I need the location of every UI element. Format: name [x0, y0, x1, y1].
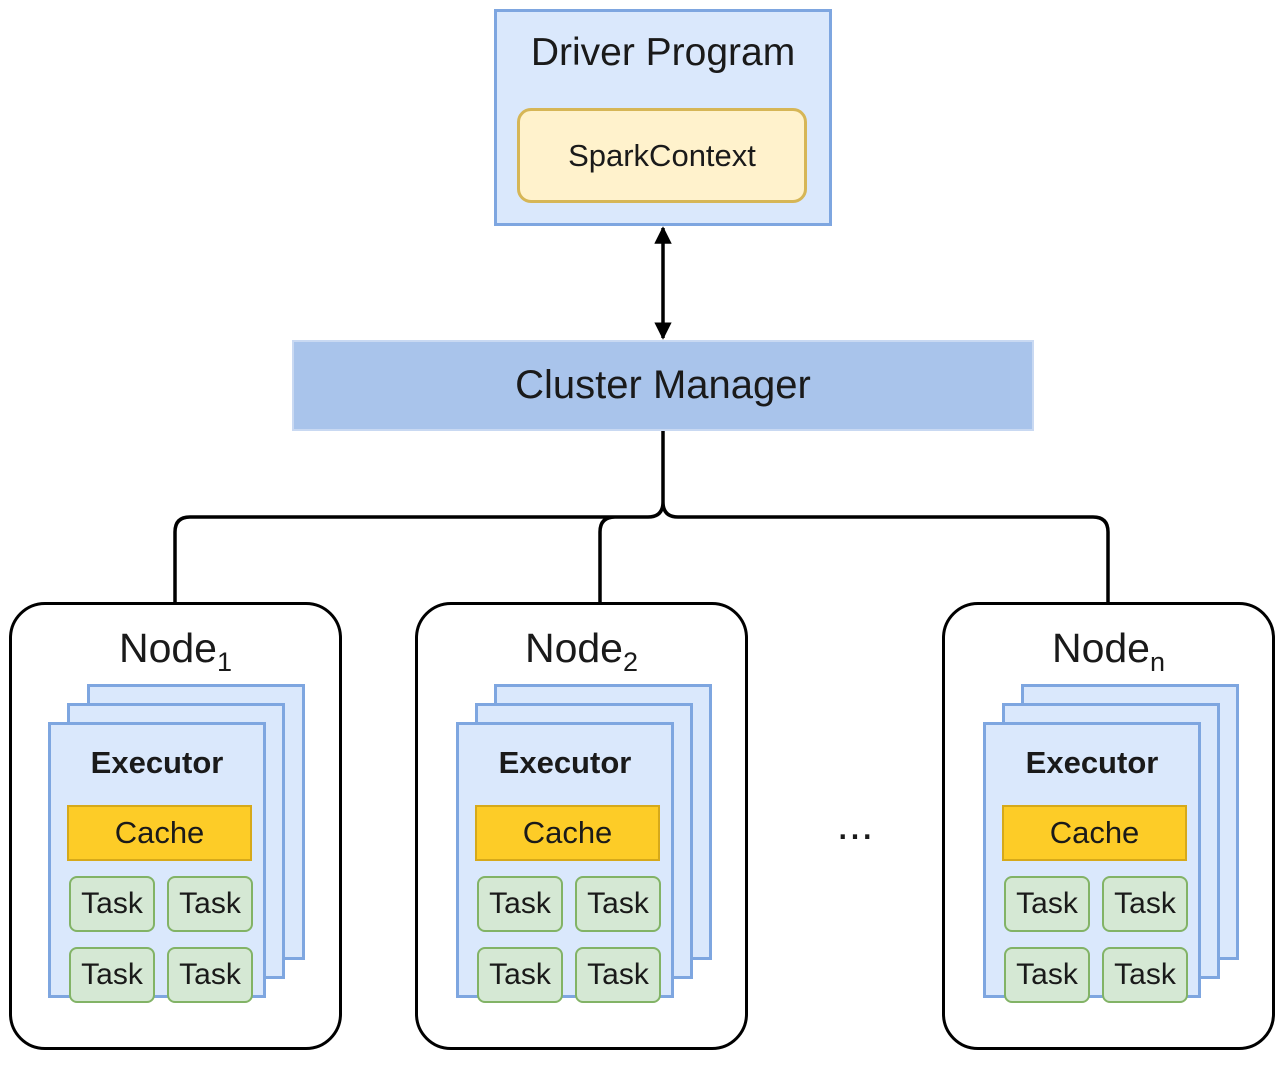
task-box: Task	[477, 947, 563, 1003]
executor-title: Executor	[498, 745, 632, 780]
task-box: Task	[575, 947, 661, 1003]
node-title: Node2	[524, 625, 639, 677]
task-box: Task	[167, 947, 253, 1003]
task-box: Task	[69, 876, 155, 932]
cache-box: Cache	[475, 805, 660, 861]
cluster-manager-box: Cluster Manager	[292, 340, 1034, 431]
task-box: Task	[1004, 947, 1090, 1003]
cache-box: Cache	[67, 805, 252, 861]
executor-box: Executor Cache Task Task Task Task	[48, 722, 266, 1003]
driver-program-title: Driver Program	[530, 31, 796, 74]
executor-box: Executor Cache Task Task Task Task	[983, 722, 1201, 1003]
executor-box: Executor Cache Task Task Task Task	[456, 722, 674, 1003]
task-box: Task	[575, 876, 661, 932]
task-box: Task	[1102, 947, 1188, 1003]
more-nodes-ellipsis: ...	[836, 800, 874, 849]
cluster-to-nodes-connector	[173, 431, 1110, 602]
task-box: Task	[167, 876, 253, 932]
cluster-manager-label: Cluster Manager	[515, 363, 811, 407]
spark-context-label: SparkContext	[568, 137, 756, 173]
cache-box: Cache	[1002, 805, 1187, 861]
executor-title: Executor	[1025, 745, 1159, 780]
task-box: Task	[69, 947, 155, 1003]
task-box: Task	[1004, 876, 1090, 932]
node-title: Noden	[1051, 625, 1166, 677]
node-title: Node1	[118, 625, 233, 677]
task-box: Task	[477, 876, 563, 932]
spark-context-box: SparkContext	[517, 108, 807, 203]
executor-title: Executor	[90, 745, 224, 780]
task-box: Task	[1102, 876, 1188, 932]
